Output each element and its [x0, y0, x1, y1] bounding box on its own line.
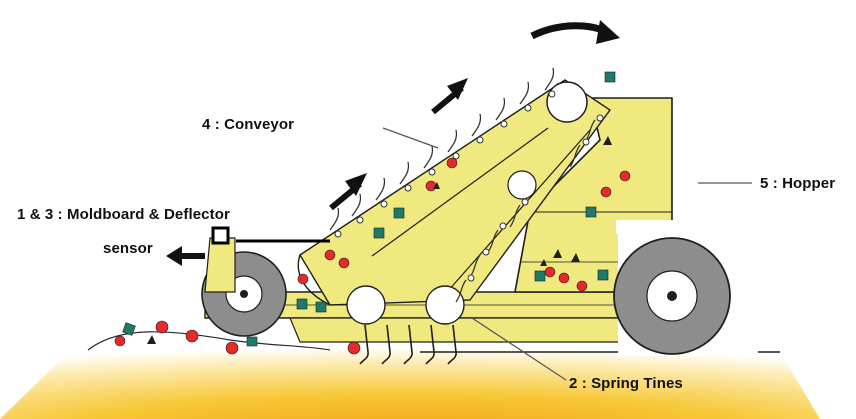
travel-direction-arrow-icon: [166, 246, 205, 266]
moldboard-deflector-label: 1 & 3 : Moldboard & Deflector: [17, 206, 230, 223]
material-flow-arrow-icon: [431, 78, 468, 115]
spring-tines: [359, 324, 457, 365]
conveyor-label: 4 : Conveyor: [202, 116, 295, 133]
hopper-label: 5 : Hopper: [760, 175, 836, 192]
rocks: [114, 71, 631, 355]
leader-lines: [382, 127, 752, 381]
sensor-label: sensor: [103, 240, 153, 257]
rotation-arrow-icon: [530, 20, 620, 44]
spring-tines-label: 2 : Spring Tines: [569, 375, 683, 392]
moldboard-deflector: [204, 226, 330, 293]
material-flow-arrow-icon: [329, 173, 367, 211]
rear-wheel: [613, 232, 758, 356]
conveyor: [297, 67, 611, 325]
